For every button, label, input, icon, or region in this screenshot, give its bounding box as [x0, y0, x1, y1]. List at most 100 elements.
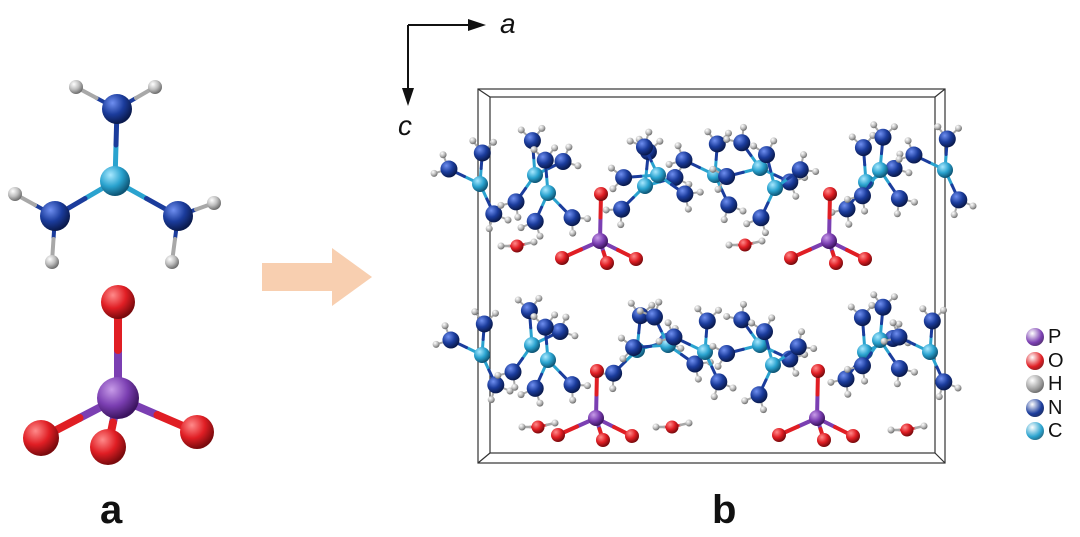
hydrogen-atom [609, 185, 617, 193]
hydrogen-atom [432, 340, 440, 348]
water-molecule [497, 238, 538, 253]
hydrogen-atom [741, 397, 749, 405]
hydrogen-atom [504, 216, 512, 224]
nitrogen-atom [440, 160, 458, 178]
hydrogen-atom [627, 299, 635, 307]
nitrogen-atom [750, 386, 768, 404]
hydrogen-atom [645, 128, 653, 136]
guanidinium-molecule [8, 80, 221, 269]
carbon-atom [474, 347, 490, 363]
hydrogen-atom [694, 305, 702, 313]
hydrogen-atom [714, 306, 722, 314]
hydrogen-atom [910, 198, 918, 206]
hydrogen-atom [889, 319, 897, 327]
nitrogen-atom [665, 328, 683, 346]
water-molecule [518, 419, 559, 434]
nitrogen-atom [504, 363, 522, 381]
carbon-atom [937, 162, 953, 178]
water-molecule [652, 419, 693, 434]
hydrogen-atom [471, 308, 479, 316]
oxygen-atom [846, 429, 860, 443]
nitrogen-atom [526, 212, 544, 230]
hydrogen-atom [551, 311, 559, 319]
oxygen-atom [900, 423, 914, 437]
hydrogen-atom [709, 342, 717, 350]
hydrogen-atom [739, 207, 747, 215]
carbon-atom [922, 344, 938, 360]
oxygen-atom [594, 187, 608, 201]
hydrogen-atom [607, 164, 615, 172]
nitrogen-atom [526, 379, 544, 397]
hydrogen-atom [674, 142, 682, 150]
hydrogen-atom [724, 129, 732, 137]
hydrogen-atom [656, 137, 664, 145]
hydrogen-atom [729, 384, 737, 392]
guanidinium-cation [430, 137, 512, 233]
oxygen-atom [510, 239, 524, 253]
hydrogen-atom [890, 293, 898, 301]
nitrogen-atom [625, 339, 643, 357]
nitrogen-atom [905, 146, 923, 164]
oxygen-atom [858, 252, 872, 266]
hydrogen-atom [723, 312, 731, 320]
hydrogen-atom [665, 160, 673, 168]
nitrogen-atom [40, 201, 70, 231]
crystal-packing [430, 121, 977, 447]
hydrogen-atom [759, 406, 767, 414]
hydrogen-atom [895, 155, 903, 163]
hydrogen-atom [165, 255, 179, 269]
hydrogen-atom [571, 332, 579, 340]
oxygen-atom [629, 252, 643, 266]
oxygen-atom [600, 256, 614, 270]
hydrogen-atom [954, 384, 962, 392]
nitrogen-atom [710, 373, 728, 391]
hydrogen-atom [758, 237, 766, 245]
oxygen-atom [555, 251, 569, 265]
nitrogen-atom [475, 315, 493, 333]
oxygen-atom [590, 364, 604, 378]
phosphate-molecule [23, 285, 214, 465]
hydrogen-atom [954, 124, 962, 132]
nitrogen-atom [874, 298, 892, 316]
carbon-atom [472, 176, 488, 192]
guanidinium-cation [617, 298, 714, 383]
nitrogen-atom [718, 168, 736, 186]
legend-label-h: H [1048, 373, 1063, 395]
oxygen-atom [829, 256, 843, 270]
panel-b-label: b [712, 488, 737, 532]
nitrogen-atom [733, 311, 751, 329]
hydrogen-atom [655, 298, 663, 306]
guanidinium-cation [709, 123, 809, 200]
nitrogen-atom [675, 151, 693, 169]
hydrogen-atom [517, 224, 525, 232]
hydrogen-atom [739, 123, 747, 131]
carbon-atom [650, 167, 666, 183]
hydrogen-atom [935, 393, 943, 401]
c-axis-label: c [398, 110, 412, 141]
a-axis-arrowhead [468, 19, 486, 31]
hydrogen-atom [684, 205, 692, 213]
nitrogen-atom [781, 173, 799, 191]
hydrogen-atom [551, 419, 559, 427]
nitrogen-atom [698, 312, 716, 330]
nitrogen-atom [536, 318, 554, 336]
oxygen-atom [551, 428, 565, 442]
nitrogen-atom [645, 308, 663, 326]
hydrogen-atom [868, 301, 876, 309]
hydrogen-atom [696, 188, 704, 196]
nitrogen-atom [890, 359, 908, 377]
hydrogen-atom [950, 211, 958, 219]
hydrogen-atom [562, 313, 570, 321]
oxygen-atom [531, 420, 545, 434]
nitrogen-atom [485, 205, 503, 223]
oxygen-atom [665, 420, 679, 434]
hydrogen-atom [870, 121, 878, 129]
guanidinium-cation [709, 300, 809, 377]
hydrogen-atom [844, 390, 852, 398]
hydrogen-atom [739, 300, 747, 308]
hydrogen-atom [497, 201, 505, 209]
hydrogen-atom [895, 320, 903, 328]
hydrogen-atom [569, 229, 577, 237]
hydrogen-atom [770, 137, 778, 145]
legend-item-c: C [1026, 420, 1080, 444]
